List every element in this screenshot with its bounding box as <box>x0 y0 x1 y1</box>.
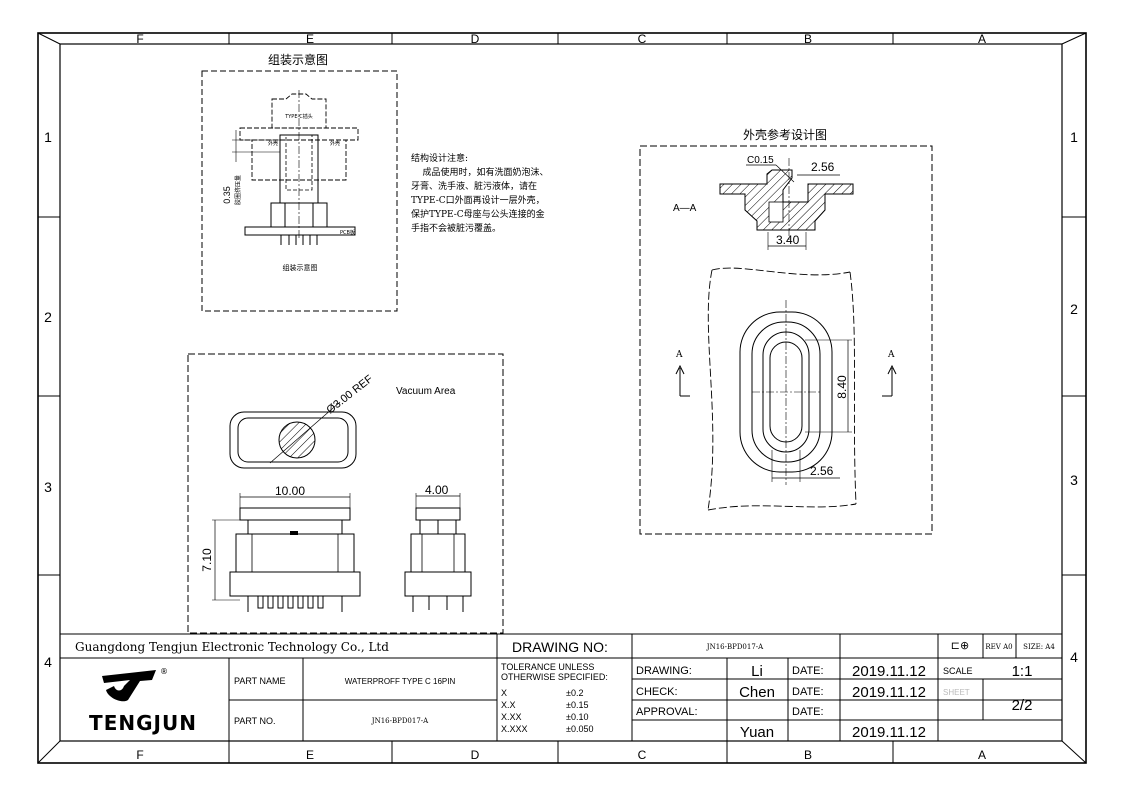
date-2: 2019.11.12 <box>852 684 926 701</box>
assembly-view: 组装示意图 TYPE-C插头 外壳 外壳 PCB板 0.35 <box>201 52 398 312</box>
part-no-label: PART NO. <box>234 716 276 726</box>
zone-number: 1 <box>1070 129 1078 145</box>
dim-width: 2.56 <box>810 464 834 478</box>
plug-label: TYPE-C插头 <box>284 113 313 120</box>
cut-right: A <box>887 350 895 360</box>
gap-note: 胶圈挤压量 <box>234 175 242 205</box>
pcb-label: PCB板 <box>340 229 355 236</box>
tol-fmt: X.X <box>501 700 516 710</box>
check-label: CHECK: <box>636 686 678 698</box>
drawing-by: Li <box>751 663 763 680</box>
zone-letter: D <box>471 748 480 762</box>
approval-by: Yuan <box>740 724 774 741</box>
title-block <box>60 633 1062 741</box>
tolerance-header: TOLERANCE UNLESS <box>501 662 594 672</box>
zone-number: 4 <box>1070 649 1078 665</box>
scale: 1:1 <box>1012 663 1033 680</box>
dim-height: 8.40 <box>835 375 849 399</box>
approval-label: APPROVAL: <box>636 706 698 718</box>
note-line: TYPE-C口外面再设计一层外壳， <box>411 194 545 206</box>
zone-number: 3 <box>1070 472 1078 488</box>
tol-fmt: X.XXX <box>501 724 528 734</box>
tolerance-header: OTHERWISE SPECIFIED: <box>501 672 608 682</box>
vacuum-view: Ø3.00 REF Vacuum Area 10.00 7.10 <box>187 353 504 634</box>
assembly-caption: 组装示意图 <box>283 263 318 272</box>
dim-width: 10.00 <box>275 484 305 498</box>
dim-bottom-section: 3.40 <box>776 233 800 247</box>
zone-letter: C <box>638 32 647 46</box>
dim-top: 2.56 <box>811 160 835 174</box>
shell-label-right: 外壳 <box>330 140 340 147</box>
gap-dim: 0.35 <box>222 186 232 204</box>
part-name-label: PART NAME <box>234 676 286 686</box>
date-label: DATE: <box>792 665 824 677</box>
note-line: 牙膏、洗手液、脏污液体，请在 <box>411 180 537 192</box>
zone-number: 2 <box>44 309 52 325</box>
zone-letter: A <box>978 32 986 46</box>
part-no: JN16-BPD017-A <box>371 717 429 725</box>
note-line: 结构设计注意: <box>411 152 468 164</box>
note-line: 成品使用时，如有洗面奶泡沫、 <box>411 166 548 178</box>
vacuum-label: Vacuum Area <box>396 386 456 397</box>
tol-val: ±0.10 <box>566 712 588 722</box>
tengjun-logo: ® TENGJUN <box>89 667 197 735</box>
shell-label-left: 外壳 <box>268 140 278 147</box>
date-3: 2019.11.12 <box>852 724 926 741</box>
dim-height: 7.10 <box>200 548 214 572</box>
zone-letter: B <box>804 32 812 46</box>
dim-side: 4.00 <box>425 483 449 497</box>
sheet-label: SHEET <box>943 688 970 697</box>
zone-number: 1 <box>44 129 52 145</box>
zone-numbers-right: 1 2 3 4 <box>1070 129 1078 665</box>
design-notes: 结构设计注意: 成品使用时，如有洗面奶泡沫、 牙膏、洗手液、脏污液体，请在 TY… <box>411 152 548 234</box>
date-label: DATE: <box>792 706 824 718</box>
shell-view: 外壳参考设计图 A—A C0.15 2.56 3.40 8.40 2. <box>639 127 933 535</box>
assembly-title: 组装示意图 <box>268 52 328 67</box>
zone-letter: E <box>306 32 314 46</box>
tol-fmt: X <box>501 688 507 698</box>
date-label: DATE: <box>792 686 824 698</box>
note-line: 保护TYPE-C母座与公头连接的金 <box>411 208 545 220</box>
tol-fmt: X.XX <box>501 712 522 722</box>
rev: REV A0 <box>985 643 1012 651</box>
tol-val: ±0.15 <box>566 700 588 710</box>
zone-number: 3 <box>44 479 52 495</box>
drawing-no: JN16-BPD017-A <box>706 643 764 651</box>
company-name: Guangdong Tengjun Electronic Technology … <box>75 640 389 654</box>
check-by: Chen <box>739 684 775 701</box>
zone-letter: F <box>136 32 143 46</box>
proj-symbol: ⊏⊕ <box>951 639 969 652</box>
drawing-label: DRAWING: <box>636 665 692 677</box>
zone-letters-bottom: F E D C B A <box>136 748 986 762</box>
zone-number: 2 <box>1070 301 1078 317</box>
date-1: 2019.11.12 <box>852 663 926 680</box>
note-line: 手指不会被脏污覆盖。 <box>411 222 501 234</box>
zone-letter: B <box>804 748 812 762</box>
cut-left: A <box>675 350 683 360</box>
logo-mark: ® <box>160 667 168 676</box>
zone-numbers-left: 1 2 3 4 <box>44 129 52 670</box>
title-block-text: Guangdong Tengjun Electronic Technology … <box>75 639 1055 741</box>
sheet: 2/2 <box>1012 697 1033 714</box>
ref-dim: Ø3.00 REF <box>324 373 375 417</box>
zone-letter: F <box>136 748 143 762</box>
sheet-size: SIZE: A4 <box>1023 643 1055 651</box>
chamfer-label: C0.15 <box>747 155 774 166</box>
zone-letter: C <box>638 748 647 762</box>
part-name: WATERPROFF TYPE C 16PIN <box>345 677 456 686</box>
zone-letter: E <box>306 748 314 762</box>
zone-number: 4 <box>44 654 52 670</box>
sheet-frame <box>37 32 1087 764</box>
scale-label: SCALE <box>943 666 973 676</box>
shell-title: 外壳参考设计图 <box>743 127 827 142</box>
zone-letters-top: F E D C B A <box>136 32 986 46</box>
logo-text: TENGJUN <box>89 711 197 735</box>
tol-val: ±0.2 <box>566 688 583 698</box>
zone-letter: A <box>978 748 986 762</box>
drawing-no-label: DRAWING NO: <box>512 639 608 655</box>
section-label: A—A <box>673 203 697 214</box>
zone-letter: D <box>471 32 480 46</box>
tol-val: ±0.050 <box>566 724 593 734</box>
